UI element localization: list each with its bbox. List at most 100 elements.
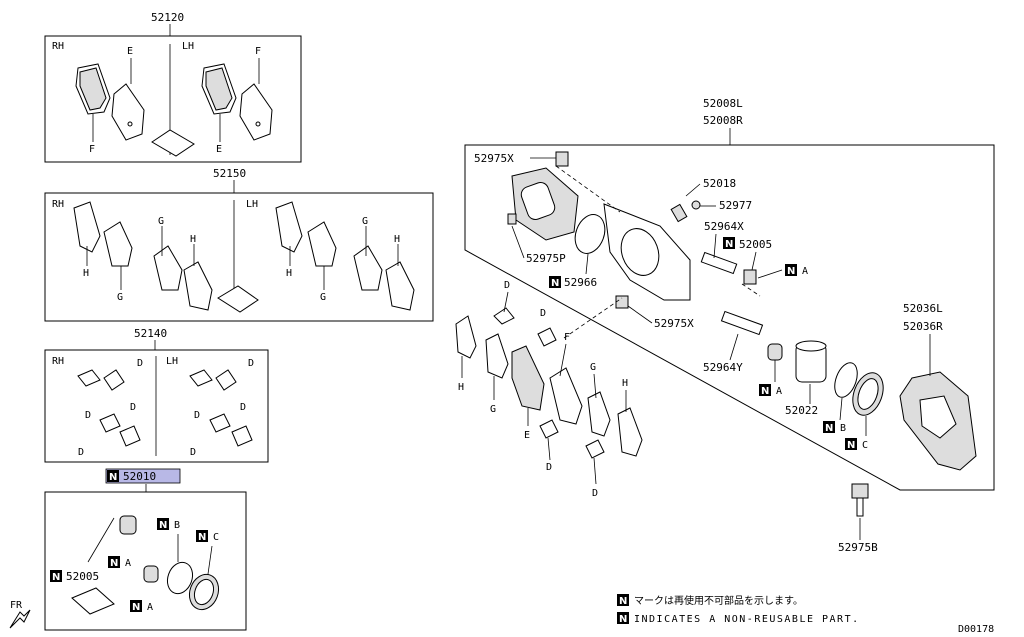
brake-pad-icon[interactable] [511, 345, 545, 411]
part-52975p[interactable]: 52975P [526, 252, 566, 265]
part-52975x-2[interactable]: 52975X [654, 317, 694, 330]
shim-icon[interactable] [275, 201, 303, 253]
group-52140-number[interactable]: 52140 [134, 327, 167, 340]
cap-icon[interactable] [691, 200, 701, 210]
front-label: FR [10, 600, 23, 611]
brake-pad-icon[interactable] [111, 83, 145, 141]
caliper-number-r[interactable]: 52008R [703, 114, 743, 127]
part-52964x[interactable]: 52964X [704, 220, 744, 233]
boot-icon[interactable] [119, 515, 137, 535]
part-52005[interactable]: 52005 [739, 238, 772, 251]
shim-icon[interactable] [617, 407, 643, 457]
boot-icon[interactable] [743, 269, 757, 285]
part-52005[interactable]: 52005 [66, 570, 99, 583]
bolt-icon[interactable] [555, 151, 569, 167]
part-52966[interactable]: 52966 [564, 276, 597, 289]
letter-g: G [117, 292, 123, 303]
non-reusable-mark: N [619, 596, 627, 607]
caliper-with-motor-icon[interactable] [511, 167, 691, 301]
letter-d: D [137, 358, 143, 369]
letter-a: A [147, 602, 153, 613]
part-52964y[interactable]: 52964Y [703, 361, 743, 374]
clip-icon[interactable] [539, 419, 559, 439]
caliper-bracket-icon[interactable] [899, 371, 977, 471]
part-52018[interactable]: 52018 [703, 177, 736, 190]
letter-f: F [564, 332, 570, 343]
loose-pads-group [455, 307, 643, 459]
bracket-number-l[interactable]: 52036L [903, 302, 943, 315]
bleeder-screw-icon[interactable] [670, 203, 688, 223]
part-52022[interactable]: 52022 [785, 404, 818, 417]
shim-icon[interactable] [103, 221, 133, 267]
group-52010-highlight[interactable] [105, 468, 181, 484]
letter-d: D [546, 462, 552, 473]
shim-icon[interactable] [307, 221, 337, 267]
letter-h: H [622, 378, 628, 389]
shim-icon[interactable] [455, 315, 477, 359]
legend-english: INDICATES A NON-REUSABLE PART. [634, 614, 860, 625]
brake-pad-icon[interactable] [201, 63, 237, 115]
guide-pin-icon[interactable] [700, 251, 738, 275]
clip-icon[interactable] [189, 369, 253, 447]
group-52010-box [44, 491, 247, 631]
letter-h: H [286, 268, 292, 279]
grease-pack-icon[interactable] [71, 587, 115, 615]
group-52010-number[interactable]: 52010 [123, 470, 156, 483]
non-reusable-mark: N [847, 440, 855, 451]
bolt-icon[interactable] [615, 295, 629, 309]
part-52975b[interactable]: 52975B [838, 541, 878, 554]
clip-icon[interactable] [537, 327, 557, 347]
shim-icon[interactable] [485, 333, 509, 379]
piston-seal-icon[interactable] [163, 559, 196, 597]
shim-icon[interactable] [353, 245, 383, 291]
part-52977[interactable]: 52977 [719, 199, 752, 212]
non-reusable-mark: N [761, 386, 769, 397]
bolt-icon[interactable] [507, 213, 517, 225]
non-reusable-mark: N [725, 239, 733, 250]
letter-d: D [78, 447, 84, 458]
letter-d: D [540, 308, 546, 319]
diagram-code: D00178 [958, 624, 994, 635]
shim-icon[interactable] [73, 201, 101, 253]
shim-icon[interactable] [385, 261, 415, 311]
shim-kit-icon[interactable] [151, 129, 195, 157]
piston-icon[interactable] [795, 340, 827, 383]
clip-icon[interactable] [493, 307, 515, 325]
shim-icon[interactable] [183, 261, 213, 311]
shim-icon[interactable] [587, 391, 611, 437]
caliper-number-l[interactable]: 52008L [703, 97, 743, 110]
letter-f: F [255, 46, 261, 57]
letter-g: G [362, 216, 368, 227]
group-52150-lh: LH [246, 199, 258, 210]
clip-icon[interactable] [585, 439, 605, 459]
boot-icon[interactable] [767, 343, 783, 361]
non-reusable-mark: N [787, 266, 795, 277]
o-ring-icon[interactable] [570, 210, 610, 257]
part-52975x[interactable]: 52975X [474, 152, 514, 165]
brake-pad-icon[interactable] [75, 63, 111, 115]
piston-seal-icon[interactable] [830, 360, 861, 401]
guide-pin-icon[interactable] [720, 310, 764, 336]
brake-pad-icon[interactable] [549, 367, 583, 425]
group-52150-number[interactable]: 52150 [213, 167, 246, 180]
group-52120-number[interactable]: 52120 [151, 11, 184, 24]
letter-g: G [590, 362, 596, 373]
letter-h: H [458, 382, 464, 393]
front-arrow-icon [9, 609, 31, 629]
letter-d: D [240, 402, 246, 413]
boot-icon[interactable] [143, 565, 159, 583]
bracket-number-r[interactable]: 52036R [903, 320, 943, 333]
group-52140-lh: LH [166, 356, 178, 367]
non-reusable-mark: N [825, 423, 833, 434]
group-52140-rh: RH [52, 356, 64, 367]
letter-g: G [490, 404, 496, 415]
grease-pack-icon[interactable] [217, 285, 259, 313]
brake-pad-icon[interactable] [239, 83, 273, 141]
shim-icon[interactable] [153, 245, 183, 291]
letter-d: D [592, 488, 598, 499]
letter-e: E [127, 46, 133, 57]
bolt-icon[interactable] [851, 483, 869, 517]
group-52140-box [44, 349, 269, 463]
clip-icon[interactable] [77, 369, 141, 447]
